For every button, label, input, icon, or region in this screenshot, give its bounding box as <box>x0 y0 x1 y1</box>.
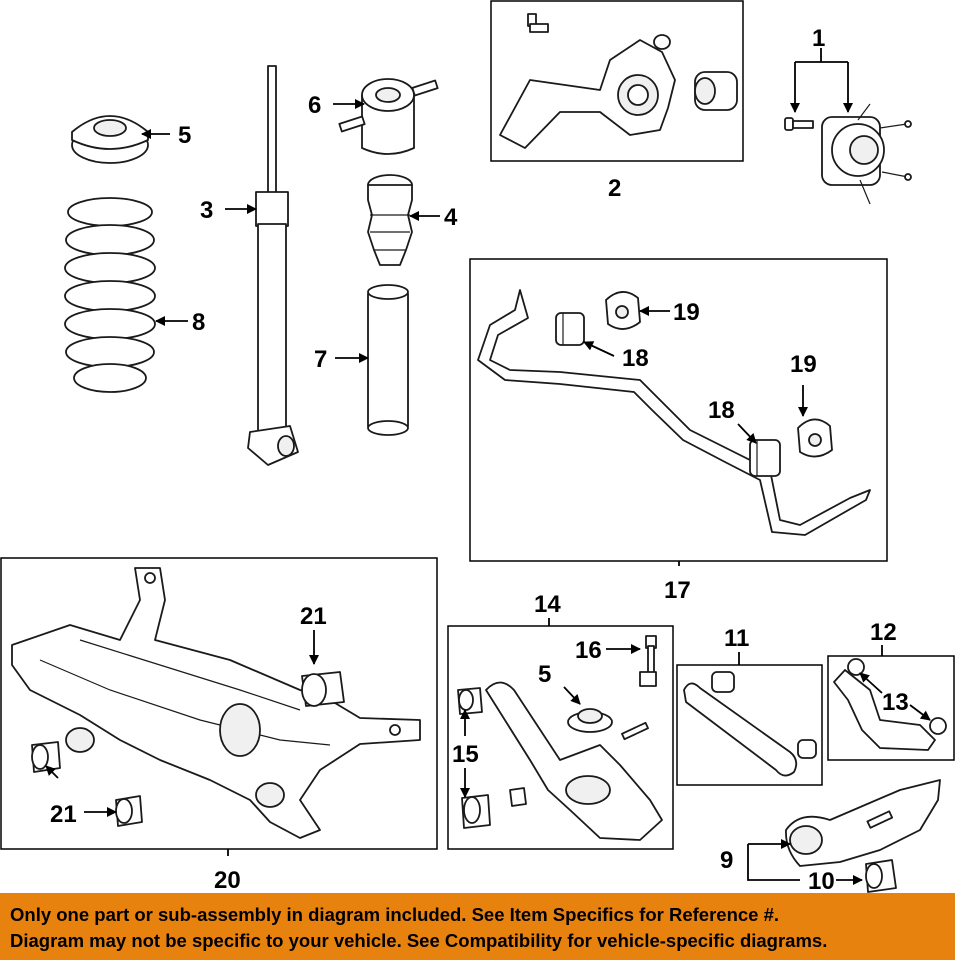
crossmember-part <box>11 567 421 839</box>
callout-20: 20 <box>214 867 241 893</box>
spring-seat-part <box>71 115 149 164</box>
callout-8: 8 <box>192 309 205 336</box>
disclaimer-line-2: Diagram may not be specific to your vehi… <box>10 930 828 951</box>
callout-18-b: 18 <box>708 397 735 424</box>
callout-16: 16 <box>575 637 602 664</box>
callout-19-b: 19 <box>790 351 817 378</box>
top-mount-part <box>338 78 439 155</box>
trailing-link-box <box>676 664 823 786</box>
upper-link-part <box>833 658 947 751</box>
trailing-arm-part <box>785 779 941 867</box>
callout-17: 17 <box>664 577 691 604</box>
stabilizer-bar-part <box>477 289 871 536</box>
stabilizer-bracket-part <box>605 291 833 458</box>
lower-arm-box <box>447 625 674 850</box>
disclaimer-line-1: Only one part or sub-assembly in diagram… <box>10 904 780 925</box>
callout-13: 13 <box>882 689 909 716</box>
trailing-arm-bushing-part <box>865 859 897 893</box>
parts-diagram: 1 2 3 4 5 6 7 8 19 18 19 18 17 14 21 16 … <box>0 0 955 893</box>
crossmember-box <box>0 557 438 850</box>
callout-7: 7 <box>314 346 327 373</box>
trailing-link-part <box>683 671 817 777</box>
crossmember-bushing-part <box>31 671 345 827</box>
callout-14: 14 <box>534 591 561 618</box>
lower-arm-part <box>485 681 663 841</box>
stabilizer-bushing-part <box>555 312 781 477</box>
disclaimer-banner: Only one part or sub-assembly in diagram… <box>0 893 955 960</box>
bump-stop-part <box>367 174 413 266</box>
callout-11: 11 <box>724 625 749 652</box>
callout-10: 10 <box>808 868 835 893</box>
callout-5: 5 <box>178 122 191 149</box>
lower-spring-seat-part <box>567 708 613 733</box>
dust-boot-part <box>367 284 409 436</box>
callout-4: 4 <box>444 204 458 231</box>
coil-spring-part <box>64 197 156 393</box>
callout-19-a: 19 <box>673 299 700 326</box>
bolt-part <box>621 721 649 741</box>
callout-6: 6 <box>308 92 321 119</box>
callout-9: 9 <box>720 847 733 874</box>
knuckle-part <box>499 13 738 149</box>
callout-21-b: 21 <box>50 801 77 828</box>
callout-2: 2 <box>608 175 621 202</box>
callout-15: 15 <box>452 741 479 768</box>
callout-12: 12 <box>870 619 897 646</box>
callout-21-a: 21 <box>300 603 327 630</box>
upper-link-box <box>827 655 955 761</box>
callout-5-b: 5 <box>538 661 551 688</box>
wheel-hub-part <box>821 103 912 205</box>
lower-arm-bushing-part <box>457 687 527 829</box>
shock-absorber-part <box>247 65 299 466</box>
callout-18-a: 18 <box>622 345 649 372</box>
callout-1: 1 <box>812 25 825 52</box>
hub-bolt-part <box>784 117 814 131</box>
knuckle-box <box>490 0 744 162</box>
callout-3: 3 <box>200 197 213 224</box>
stabilizer-link-part <box>639 635 657 687</box>
